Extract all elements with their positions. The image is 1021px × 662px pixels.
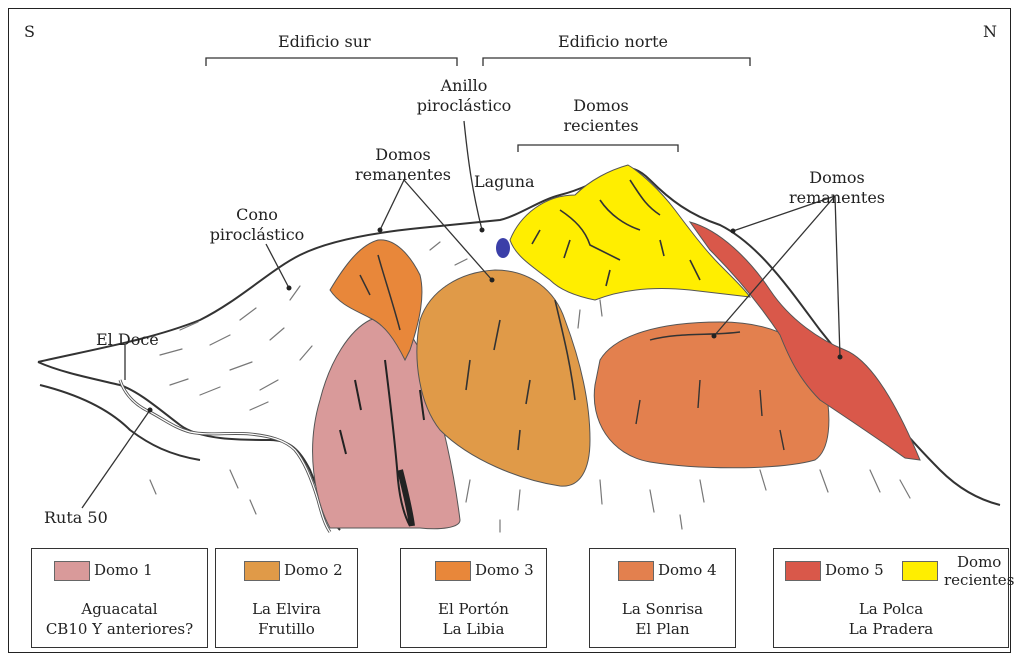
cono-piroclastico-label: Cono piroclástico — [202, 205, 312, 245]
laguna-label: Laguna — [474, 172, 535, 192]
domo-5-name: Domo 5 — [825, 561, 884, 579]
domos-recientes-label: Domos recientes — [546, 96, 656, 136]
south-label: S — [24, 22, 35, 42]
domo-4-swatch — [618, 561, 654, 581]
anillo-piroclastico-label: Anillo piroclástico — [404, 76, 524, 116]
edificio-norte-label: Edificio norte — [558, 32, 668, 52]
domos-recientes-swatch — [902, 561, 938, 581]
bracket-edificio-sur — [206, 58, 457, 66]
domo-4-name: Domo 4 — [658, 561, 717, 579]
domo-3-name: Domo 3 — [475, 561, 534, 579]
domos-remanentes-right-label: Domos remanentes — [782, 168, 892, 208]
edificio-sur-label: Edificio sur — [278, 32, 371, 52]
ruta-50-label: Ruta 50 — [44, 508, 108, 528]
bracket-edificio-norte — [483, 58, 750, 66]
domo-3-swatch — [435, 561, 471, 581]
domo-2-swatch — [244, 561, 280, 581]
el-doce-label: El Doce — [96, 330, 159, 350]
domo-1-swatch — [54, 561, 90, 581]
north-label: N — [983, 22, 997, 42]
domo-2-name: Domo 2 — [284, 561, 343, 579]
domos-remanentes-left-label: Domos remanentes — [348, 145, 458, 185]
domos-recientes-name: Domo recientes — [944, 553, 1014, 589]
domo-5-swatch — [785, 561, 821, 581]
laguna-water — [496, 238, 510, 258]
domo-1-name: Domo 1 — [94, 561, 153, 579]
bracket-domos-recientes — [518, 145, 678, 152]
